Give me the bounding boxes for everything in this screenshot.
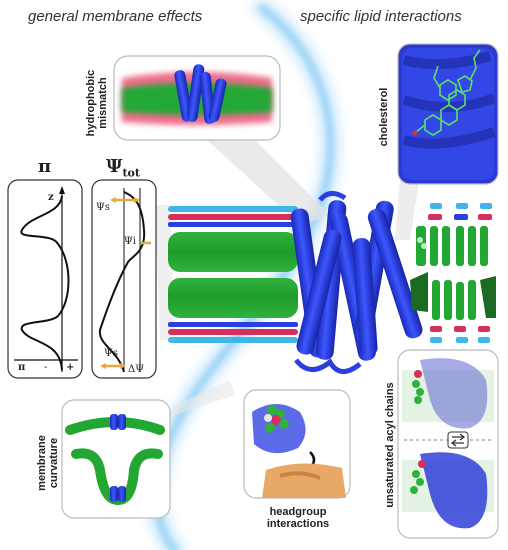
label-cholesterol: cholesterol: [378, 82, 392, 152]
label-hydrophobic-mismatch: hydrophobic mismatch: [85, 63, 111, 143]
psi-tot-subscript: tot: [122, 166, 140, 180]
mismatch-protein: [174, 64, 227, 124]
pi-curve: [20, 195, 70, 371]
pi-plot-panel: [7, 179, 83, 379]
psi-tot-title: Ψtot: [106, 156, 140, 180]
beam-bottom-left: [160, 380, 235, 420]
psi-i-label: Ψi: [124, 236, 136, 247]
headgroup-interactions-panel: [243, 389, 351, 499]
psi-s-top-label: Ψs: [96, 202, 110, 213]
beam-right-top: [395, 175, 420, 240]
cholesterol-panel: [397, 43, 499, 185]
beam-top-left: [185, 115, 330, 225]
cholesterol-oxygen: [412, 130, 418, 136]
plus-label: +: [66, 362, 75, 373]
right-membrane: [410, 203, 496, 343]
header-right: specific lipid interactions: [300, 8, 462, 25]
central-protein: [290, 191, 423, 374]
psi-curve: [98, 191, 146, 373]
cholesterol-molecule: [415, 49, 481, 136]
unsaturated-acyl-chains-panel: [397, 349, 499, 539]
z-axis-label: z: [48, 192, 54, 203]
membrane-curvature-panel: [61, 399, 171, 519]
central-membrane: [168, 206, 298, 343]
psi-plot-panel: [91, 179, 157, 379]
pi-title: π: [38, 156, 52, 177]
header-left: general membrane effects: [28, 8, 203, 25]
pi-axis-label: π: [18, 362, 26, 373]
exchange-arrows-icon: [447, 431, 469, 449]
psi-tot-symbol: Ψ: [106, 156, 123, 177]
hydrophobic-mismatch-text: hydrophobic mismatch: [85, 69, 109, 137]
minus-label: -: [44, 362, 48, 373]
membrane-curvature-text: membrane curvature: [36, 435, 60, 491]
headgroup-interactions-text: headgroup interactions: [266, 506, 330, 530]
label-headgroup-interactions: headgroup interactions: [258, 506, 338, 530]
label-membrane-curvature: membrane curvature: [36, 428, 62, 498]
unsaturated-acyl-chains-text: unsaturated acyl chains: [384, 382, 396, 508]
label-unsaturated-acyl-chains: unsaturated acyl chains: [384, 380, 398, 510]
hydrophobic-mismatch-panel: [113, 55, 281, 141]
delta-psi-label: ΔΨ: [128, 364, 144, 375]
cholesterol-text: cholesterol: [378, 87, 390, 147]
psi-s-bottom-label: Ψs: [104, 348, 118, 359]
